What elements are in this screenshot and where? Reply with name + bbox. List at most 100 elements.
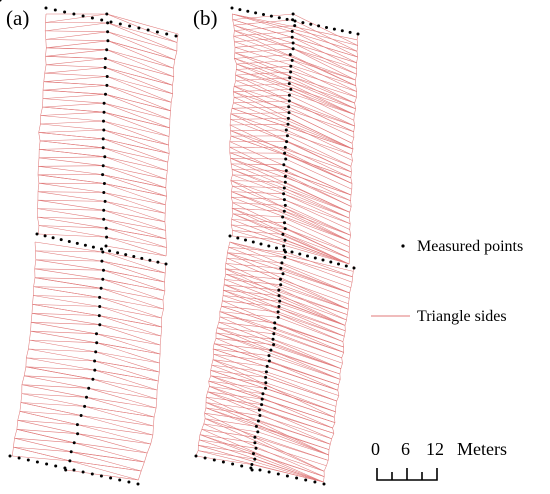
measured-point (258, 468, 262, 472)
triangle-side (33, 277, 36, 287)
measured-point (284, 169, 288, 173)
triangle-side (235, 77, 290, 81)
measured-point (118, 478, 122, 482)
triangle-side (103, 165, 167, 180)
triangle-side (351, 143, 354, 150)
triangle-side (279, 300, 346, 326)
measured-point (72, 441, 76, 445)
triangle-side (208, 375, 212, 382)
triangle-side (31, 304, 33, 314)
measured-point (104, 226, 108, 230)
triangle-side (232, 202, 286, 206)
triangle-side (170, 102, 172, 111)
triangle-side (20, 402, 82, 416)
triangle-side (94, 360, 160, 373)
measured-point (106, 39, 110, 43)
triangle-side (40, 115, 104, 122)
triangle-side (16, 420, 18, 430)
triangle-side (234, 58, 237, 65)
triangle-side (228, 247, 350, 294)
triangle-side (231, 163, 284, 166)
triangle-side (225, 268, 284, 275)
panel-a-label: (a) (6, 6, 29, 30)
measured-point (283, 174, 287, 178)
triangle-side (32, 295, 34, 305)
triangle-side (234, 25, 295, 31)
measured-point (132, 255, 136, 258)
measured-point (272, 343, 276, 347)
measured-point (277, 294, 281, 298)
triangle-side (353, 114, 355, 121)
triangle-side (353, 125, 355, 132)
triangle-side (219, 316, 275, 324)
triangle-side (348, 217, 351, 224)
triangle-side (71, 451, 145, 463)
triangle-side (37, 174, 40, 184)
triangle-side (105, 201, 166, 214)
triangle-side (283, 164, 352, 196)
panel-b: (b) (0, 0, 360, 486)
triangle-side (29, 331, 31, 341)
triangle-side (231, 213, 234, 220)
triangle-side (233, 25, 235, 31)
triangle-side (38, 129, 104, 133)
triangle-side (234, 48, 294, 54)
legend-sides-label: Triangle sides (417, 308, 507, 325)
triangle-side (351, 137, 355, 144)
triangle-side (227, 247, 229, 253)
triangle-side (341, 357, 343, 364)
measured-point (137, 26, 141, 30)
triangle-side (234, 42, 294, 48)
triangle-side (230, 174, 233, 181)
triangle-side (212, 359, 337, 402)
triangle-side (21, 384, 87, 398)
triangle-side (38, 225, 107, 238)
triangle-side (104, 183, 166, 206)
triangle-side (103, 147, 168, 171)
measured-point (101, 277, 105, 281)
measured-point (79, 414, 83, 417)
triangle-side (205, 402, 331, 445)
triangle-side (230, 180, 350, 242)
triangle-side (229, 124, 353, 184)
triangle-side (282, 273, 350, 299)
triangle-side (230, 163, 233, 170)
triangle-side (231, 191, 284, 195)
triangle-side (212, 348, 214, 355)
triangle-side (102, 174, 167, 197)
triangle-side (234, 85, 355, 127)
measured-point (99, 286, 103, 290)
measured-point (101, 250, 105, 254)
triangle-side (106, 13, 178, 43)
triangle-side (284, 187, 350, 219)
triangle-side (77, 424, 153, 436)
measured-point (284, 128, 288, 132)
triangle-side (227, 252, 285, 258)
triangle-side (334, 411, 336, 418)
measured-point (264, 375, 268, 379)
triangle-side (232, 185, 285, 189)
measured-point (264, 370, 268, 374)
triangle-side (205, 402, 260, 411)
triangle-side (107, 76, 172, 103)
triangle-side (95, 351, 160, 373)
triangle-side (94, 369, 158, 391)
triangle-side (37, 191, 106, 202)
triangle-side (106, 85, 171, 112)
measured-point (103, 155, 107, 159)
triangle-side (17, 420, 78, 434)
triangle-side (213, 348, 270, 356)
triangle-side (106, 227, 167, 248)
measured-point (140, 256, 144, 260)
triangle-side (233, 89, 291, 92)
triangle-side (107, 76, 173, 95)
triangle-side (99, 306, 162, 328)
triangle-side (44, 30, 47, 40)
measured-point (289, 70, 293, 74)
triangle-side (284, 199, 350, 230)
triangle-side (348, 212, 350, 219)
triangle-side (234, 47, 356, 87)
triangle-side (94, 369, 159, 382)
triangle-side (230, 118, 289, 120)
